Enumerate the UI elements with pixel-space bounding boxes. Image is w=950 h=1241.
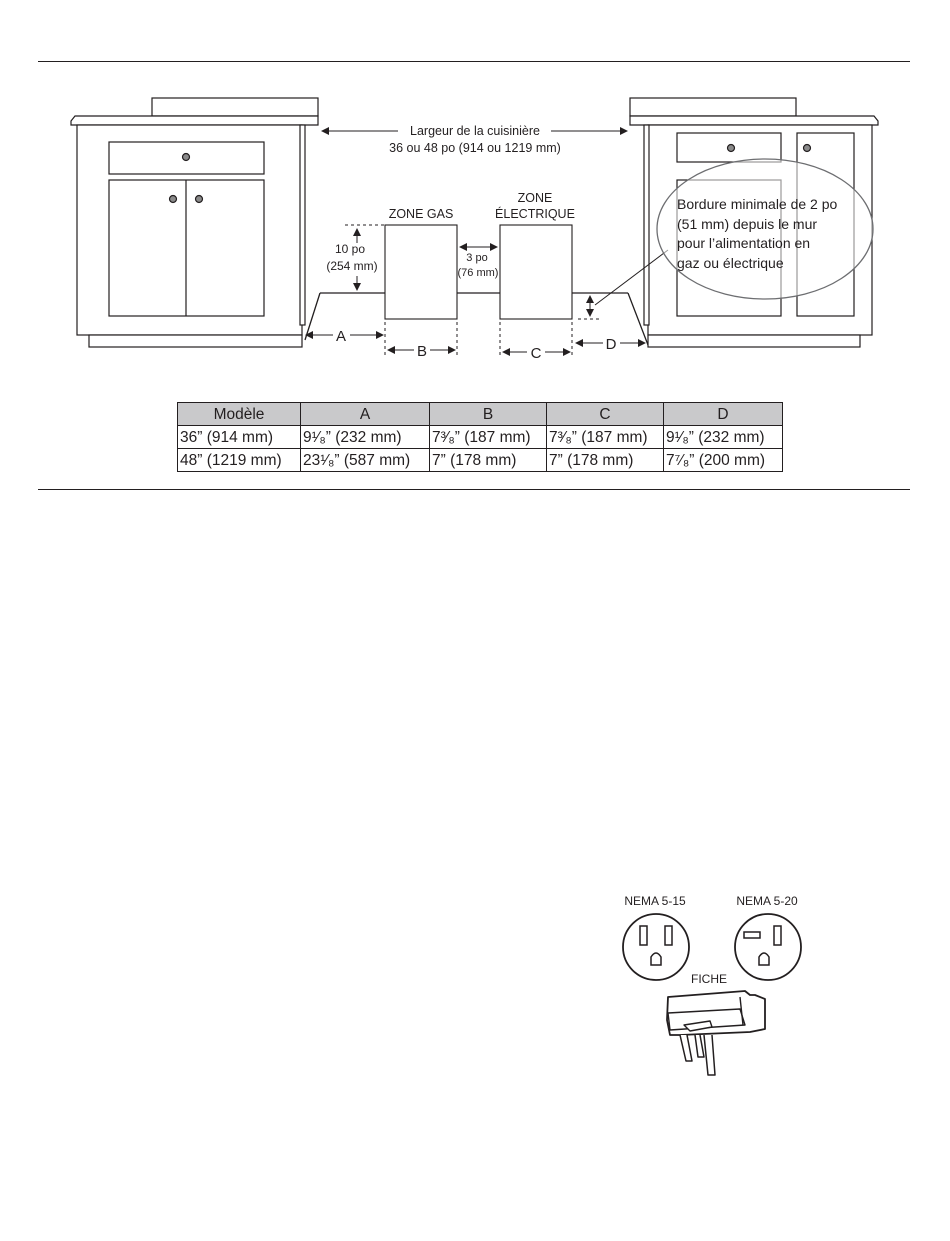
dim-a-label: A — [336, 328, 346, 345]
top-divider — [38, 61, 910, 62]
knob-icon — [802, 143, 812, 153]
nema-515-outlet-icon — [622, 913, 690, 981]
knob-icon — [726, 143, 736, 153]
nema-520-outlet-icon — [734, 913, 802, 981]
gas-zone-box — [384, 224, 458, 320]
knob-icon — [181, 152, 191, 162]
cell-model: 36” (914 mm) — [177, 425, 301, 449]
header-modele: Modèle — [177, 402, 301, 426]
header-c: C — [546, 402, 664, 426]
dim-b-label: B — [417, 343, 427, 360]
table-row: 36” (914 mm) 9¹⁄₈” (232 mm) 7³⁄₈” (187 m… — [177, 425, 783, 449]
gap-dim-line2: (76 mm) — [458, 267, 499, 279]
callout-line-2: (51 mm) depuis le mur — [677, 216, 817, 232]
height-dim-line1: 10 po — [335, 242, 365, 256]
width-label-line1: Largeur de la cuisinière — [410, 124, 540, 138]
cell-b: 7³⁄₈” (187 mm) — [429, 425, 547, 449]
header-b: B — [429, 402, 547, 426]
plug-illustration: NEMA 5-15 NEMA 5-20 FICHE — [622, 894, 802, 1076]
plug-icon — [666, 990, 766, 1076]
table-row: 48” (1219 mm) 23¹⁄₈” (587 mm) 7” (178 mm… — [177, 448, 783, 472]
cell-c: 7” (178 mm) — [546, 448, 664, 472]
dim-c-label: C — [531, 345, 542, 362]
height-dim-line2: (254 mm) — [326, 259, 377, 273]
cell-d: 7⁷⁄₈” (200 mm) — [663, 448, 783, 472]
callout-line-1: Bordure minimale de 2 po — [677, 196, 838, 212]
zone-gas-label: ZONE GAS — [389, 207, 454, 221]
installation-diagram: Largeur de la cuisinière 36 ou 48 po (91… — [70, 97, 879, 362]
cell-d: 9¹⁄₈” (232 mm) — [663, 425, 783, 449]
cell-a: 23¹⁄₈” (587 mm) — [300, 448, 430, 472]
nema-515-label: NEMA 5-15 — [624, 894, 686, 908]
gap-dim-line1: 3 po — [466, 252, 487, 264]
cell-model: 48” (1219 mm) — [177, 448, 301, 472]
dimensions-table: Modèle A B C D 36” (914 mm) 9¹⁄₈” (232 m… — [177, 402, 783, 472]
callout-line-4: gaz ou électrique — [677, 255, 784, 271]
zone-electric-label-2: ÉLECTRIQUE — [495, 206, 575, 221]
callout-ellipse — [656, 158, 874, 300]
bottom-divider — [38, 489, 910, 490]
callout-line-3: pour l’alimentation en — [677, 235, 810, 251]
left-cabinet — [70, 97, 319, 348]
header-a: A — [300, 402, 430, 426]
cell-a: 9¹⁄₈” (232 mm) — [300, 425, 430, 449]
width-label-line2: 36 ou 48 po (914 ou 1219 mm) — [389, 141, 561, 155]
table-header-row: Modèle A B C D — [177, 402, 783, 426]
electric-zone-box — [499, 224, 573, 320]
cell-b: 7” (178 mm) — [429, 448, 547, 472]
header-d: D — [663, 402, 783, 426]
nema-520-label: NEMA 5-20 — [736, 894, 798, 908]
cell-c: 7³⁄₈” (187 mm) — [546, 425, 664, 449]
zone-electric-label-1: ZONE — [518, 191, 553, 205]
knob-icon — [194, 194, 204, 204]
fiche-label: FICHE — [691, 972, 727, 986]
dim-d-label: D — [606, 336, 617, 353]
knob-icon — [168, 194, 178, 204]
